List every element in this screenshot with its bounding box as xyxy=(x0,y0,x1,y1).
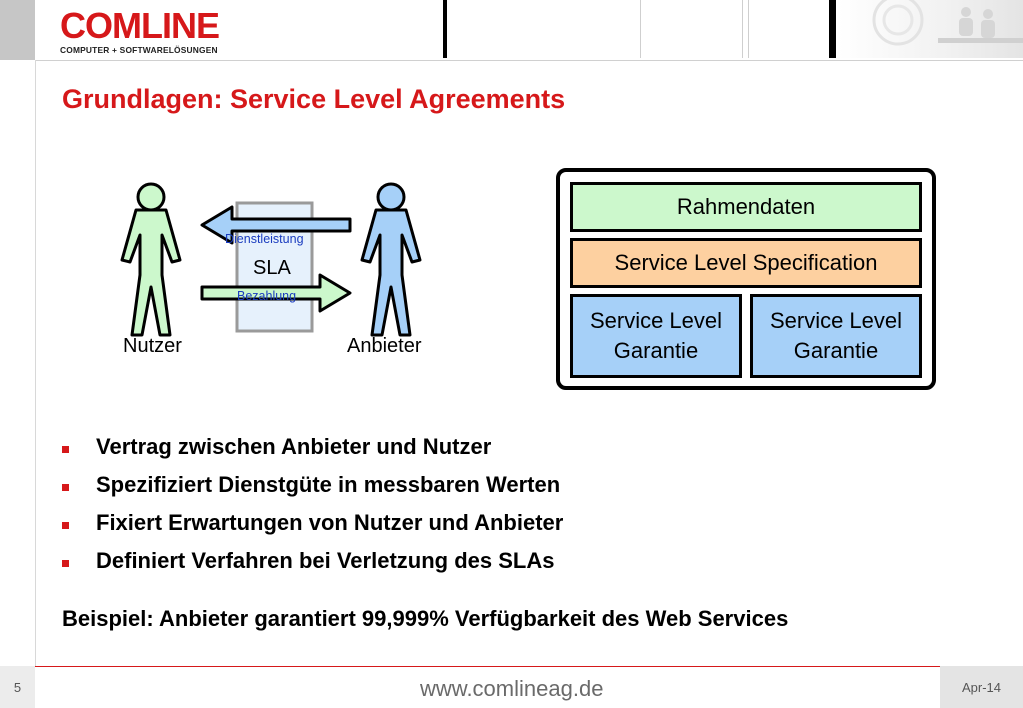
logo-wordmark: COMLINE xyxy=(60,5,220,46)
header-left-strip xyxy=(0,0,35,60)
header-photo xyxy=(838,0,1023,58)
header-divider xyxy=(35,60,1023,61)
header-decoration-bar xyxy=(640,0,641,58)
example-text: Beispiel: Anbieter garantiert 99,999% Ve… xyxy=(62,606,789,631)
slide-title: Grundlagen: Service Level Agreements xyxy=(62,84,566,114)
header-decoration-bar xyxy=(443,0,447,58)
specification-box: Service Level Specification xyxy=(570,238,922,288)
provider-figure xyxy=(360,182,422,337)
payment-arrow-label: Bezahlung xyxy=(237,289,297,303)
footer-divider xyxy=(35,666,940,667)
payment-arrow xyxy=(200,273,352,313)
guarantee-box: Service Level Garantie xyxy=(750,294,922,378)
logo-tagline: COMPUTER + SOFTWARELÖSUNGEN xyxy=(60,45,218,55)
list-item: Fixiert Erwartungen von Nutzer und Anbie… xyxy=(62,504,563,542)
bullet-square-icon xyxy=(62,522,69,529)
left-divider xyxy=(35,60,36,666)
header-decoration-bar xyxy=(748,0,749,58)
list-item: Spezifiziert Dienstgüte in messbaren Wer… xyxy=(62,466,563,504)
guarantee-line2: Garantie xyxy=(793,338,879,363)
footer-url[interactable]: www.comlineag.de xyxy=(420,676,604,701)
bullet-list: Vertrag zwischen Anbieter und Nutzer Spe… xyxy=(62,428,563,580)
sla-structure-frame: Rahmendaten Service Level Specification … xyxy=(556,168,936,390)
bullet-square-icon xyxy=(62,446,69,453)
guarantee-line1: Service Level xyxy=(589,308,723,333)
footer-right-block xyxy=(940,666,1023,708)
company-logo: COMLINE COMPUTER + SOFTWARELÖSUNGEN xyxy=(60,5,220,56)
service-arrow-label: Dienstleistung xyxy=(225,232,304,246)
consumer-figure xyxy=(120,182,182,337)
footer-date: Apr-14 xyxy=(961,680,1002,695)
guarantee-line2: Garantie xyxy=(613,338,699,363)
service-arrow xyxy=(200,205,352,245)
sla-label: SLA xyxy=(253,257,291,279)
page-number: 5 xyxy=(13,680,22,695)
header-decoration-bar xyxy=(829,0,836,58)
guarantee-box: Service Level Garantie xyxy=(570,294,742,378)
relationship-graphic xyxy=(120,182,422,337)
bullet-square-icon xyxy=(62,560,69,567)
bullet-square-icon xyxy=(62,484,69,491)
guarantee-line1: Service Level xyxy=(769,308,903,333)
consumer-label: Nutzer xyxy=(123,335,182,357)
footer-left-block xyxy=(0,666,35,708)
list-item: Vertrag zwischen Anbieter und Nutzer xyxy=(62,428,563,466)
framework-box: Rahmendaten xyxy=(570,182,922,232)
list-item: Definiert Verfahren bei Verletzung des S… xyxy=(62,542,563,580)
provider-label: Anbieter xyxy=(347,335,422,357)
header-decoration-bar xyxy=(742,0,743,58)
